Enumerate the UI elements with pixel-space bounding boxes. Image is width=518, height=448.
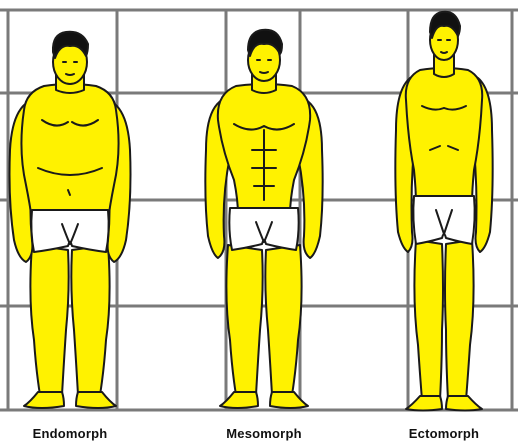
ectomorph-label: Ectomorph [374, 426, 514, 441]
mesomorph-label: Mesomorph [194, 426, 334, 441]
mesomorph-figure [205, 30, 322, 408]
endomorph-figure [10, 32, 131, 408]
endomorph-label: Endomorph [0, 426, 140, 441]
ectomorph-figure [395, 12, 492, 411]
